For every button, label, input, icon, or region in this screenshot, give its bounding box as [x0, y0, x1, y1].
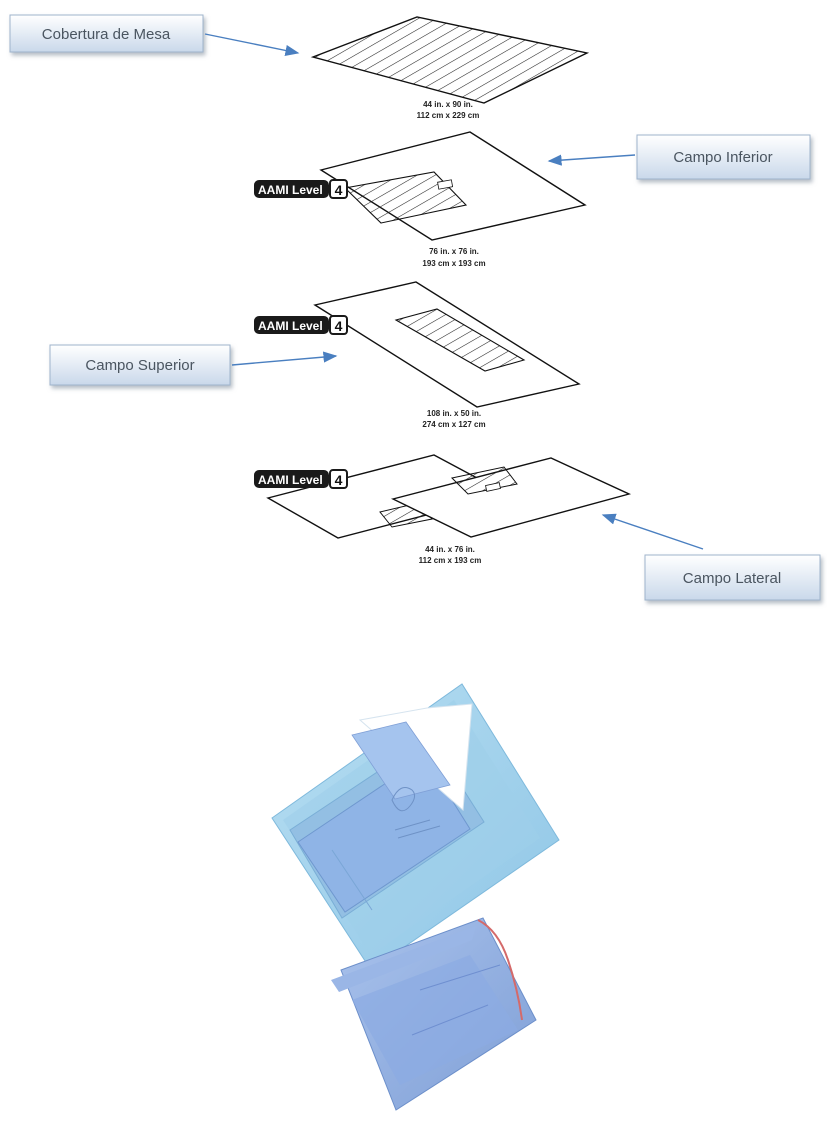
arrow-upper-drape: [231, 351, 338, 366]
side-drape-illustration: 44 in. x 76 in. 112 cm x 193 cm: [266, 454, 632, 565]
drape-pack-photo: [271, 683, 560, 1111]
callout-lower-drape: Campo Inferior: [636, 134, 811, 180]
aami-badge-level: 4: [335, 182, 343, 198]
aami-badge-level: 4: [335, 472, 343, 488]
folded-drape: [331, 917, 537, 1111]
callout-upper-drape: Campo Superior: [49, 344, 231, 386]
upper-drape-dim-metric: 274 cm x 127 cm: [422, 420, 485, 429]
aami-badge-lower: AAMI Level 4: [254, 179, 348, 199]
callout-upper-drape-label: Campo Superior: [85, 357, 194, 374]
callout-table-cover-label: Cobertura de Mesa: [42, 26, 171, 43]
table-cover-dim-imperial: 44 in. x 90 in.: [423, 100, 473, 109]
arrow-table-cover: [204, 33, 300, 56]
callout-side-drape-label: Campo Lateral: [683, 570, 781, 587]
table-cover-illustration: 44 in. x 90 in. 112 cm x 229 cm: [310, 16, 590, 120]
upper-drape-dim-imperial: 108 in. x 50 in.: [427, 409, 481, 418]
side-drape-dim-imperial: 44 in. x 76 in.: [425, 545, 475, 554]
lower-drape-dim-metric: 193 cm x 193 cm: [422, 259, 485, 268]
aami-badge-level: 4: [335, 318, 343, 334]
upper-drape-illustration: 108 in. x 50 in. 274 cm x 127 cm: [313, 281, 581, 429]
aami-badge-side: AAMI Level 4: [254, 469, 348, 489]
table-cover-dim-metric: 112 cm x 229 cm: [417, 111, 480, 120]
lower-drape-illustration: 76 in. x 76 in. 193 cm x 193 cm: [319, 131, 587, 268]
lower-drape-dim-imperial: 76 in. x 76 in.: [429, 247, 479, 256]
aami-badge-label: AAMI Level: [258, 183, 323, 197]
side-drape-dim-metric: 112 cm x 193 cm: [419, 556, 482, 565]
callout-side-drape: Campo Lateral: [644, 554, 821, 601]
aami-badge-upper: AAMI Level 4: [254, 315, 348, 335]
wrapped-pack: [271, 683, 560, 971]
arrow-side-drape: [601, 513, 704, 550]
callout-table-cover: Cobertura de Mesa: [9, 14, 204, 53]
aami-badge-label: AAMI Level: [258, 473, 323, 487]
aami-badge-label: AAMI Level: [258, 319, 323, 333]
callout-lower-drape-label: Campo Inferior: [673, 149, 772, 166]
arrow-lower-drape: [547, 154, 636, 166]
